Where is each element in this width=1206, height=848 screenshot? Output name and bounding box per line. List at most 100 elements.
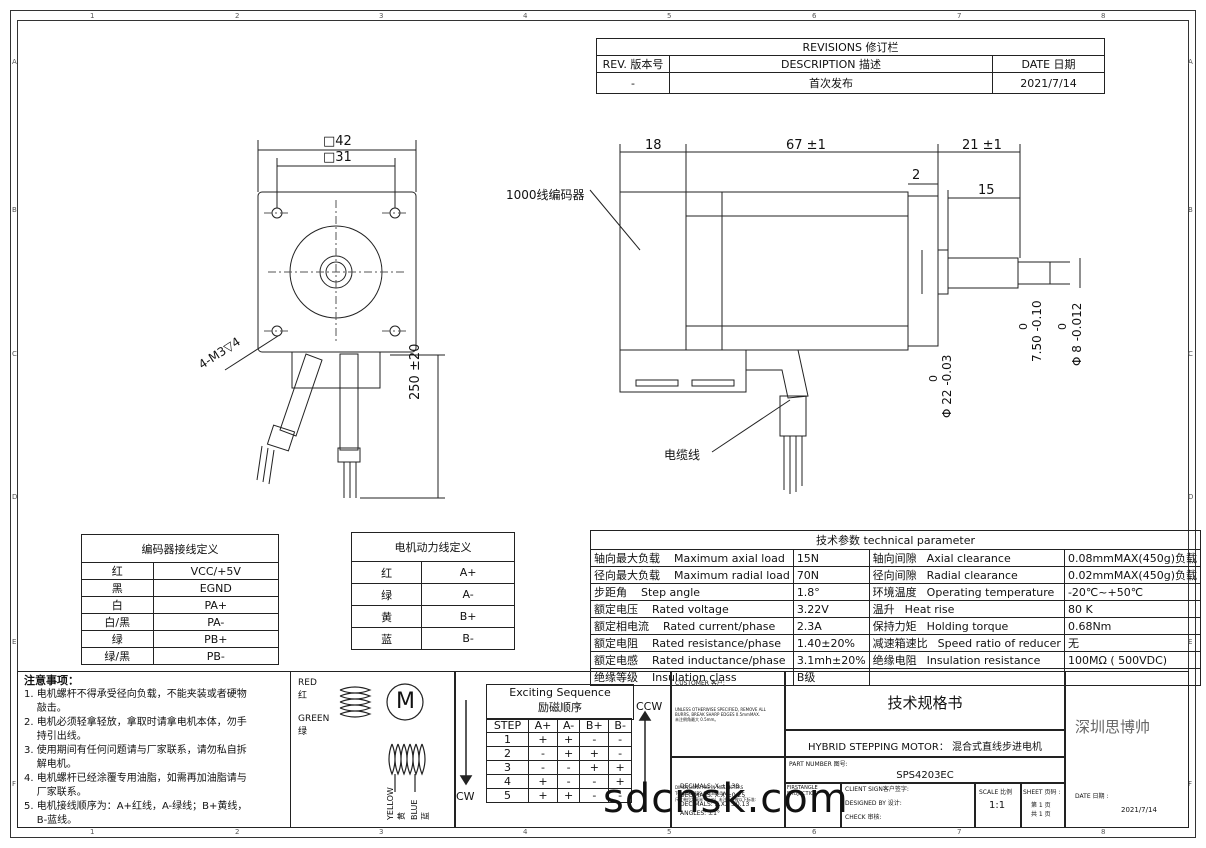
zone-marker-F: F: [1188, 780, 1193, 788]
fine-print-1b: 未注倒角最大 0.5mm。: [675, 717, 719, 722]
zone-marker-A: A: [12, 58, 17, 66]
phase-state: +: [556, 788, 581, 803]
zone-marker-8: 8: [1101, 828, 1106, 836]
dim-31: □31: [323, 150, 352, 165]
sheet-label: SHEET 页码 :: [1023, 789, 1061, 796]
param-cn: 额定电阻: [594, 637, 638, 650]
scale-value: 1:1: [989, 800, 1006, 811]
motor-symbol: M: [396, 689, 415, 714]
param-cn: 额定电感: [594, 654, 638, 667]
part-number: SPS4203EC: [896, 770, 954, 781]
cable-label: 电缆线: [664, 448, 701, 462]
green-label: GREEN: [298, 714, 330, 724]
notes-title: 注意事项：: [24, 674, 79, 687]
param-en: Holding torque: [926, 620, 1009, 633]
date-value-tb: 2021/7/14: [1121, 806, 1157, 814]
notes-block: 注意事项： 1. 电机螺杆不得承受径向负载，不能夹装或者硬物 敲击。2. 电机必…: [24, 674, 286, 828]
zone-marker-5: 5: [667, 12, 672, 20]
sign-cell: CLIENT SIGN客户签字: DESIGNED BY 设计: CHECK 审…: [840, 782, 976, 828]
check: CHECK 审核:: [845, 814, 882, 821]
sheet-cell: SHEET 页码 : 第 1 页 共 1 页: [1020, 782, 1066, 828]
param-en: Maximum radial load: [674, 569, 790, 582]
dec1: DECIMALS: X ±0.38: [680, 783, 740, 790]
param-en: Rated current/phase: [663, 620, 776, 633]
dec2: DECIMALS: X.X ±0.25: [680, 792, 746, 799]
description-header: DESCRIPTION 描述: [669, 55, 993, 73]
note-line: 解电机。: [24, 759, 77, 770]
zone-marker-4: 4: [523, 12, 528, 20]
fine-print-4: 尺寸单位为毫米（mm）未注公差按以下标准:: [675, 797, 757, 802]
note-line: 4. 电机螺杆已经涂覆专用油脂，如需再加油脂请与: [24, 773, 247, 784]
power-table-title: 电机动力线定义: [351, 532, 515, 562]
sequence-title-cn: 励磁顺序: [538, 701, 582, 714]
note-line: 5. 电机接线顺序为：A+红线，A-绿线；B+黄线，: [24, 801, 248, 812]
zone-marker-F: F: [12, 780, 17, 788]
param-en: Insulation resistance: [926, 654, 1041, 667]
client-sign: CLIENT SIGN客户签字:: [845, 786, 909, 793]
schematic-box: [290, 671, 456, 828]
note-line: B-蓝线。: [24, 815, 78, 826]
signal-name: PB+: [152, 630, 280, 648]
phase-state: -: [579, 788, 610, 803]
param-value: 0.02mmMAX(450g)负载: [1063, 566, 1202, 584]
encoder-label: 1000线编码器: [506, 188, 585, 202]
zone-marker-4: 4: [523, 828, 528, 836]
red-cn-label: 红: [298, 691, 308, 701]
dim-18: 18: [645, 138, 662, 153]
zone-marker-8: 8: [1101, 12, 1106, 20]
revisions-table: REVISIONS 修订栏 REV. 版本号 DESCRIPTION 描述 DA…: [596, 38, 1105, 94]
param-en: Rated inductance/phase: [652, 654, 786, 667]
signal-name: PB-: [152, 647, 280, 665]
description-value: 首次发布: [669, 72, 993, 94]
param-cn: 径向间隙: [872, 569, 917, 582]
param-cn: 绝缘电阻: [872, 654, 917, 667]
param-cn: 保持力矩: [872, 620, 917, 633]
zone-marker-7: 7: [957, 12, 962, 20]
company-cell: 深圳思博帅 DATE 日期 : 2021/7/14: [1064, 671, 1189, 828]
sequence-title: Exciting Sequence: [509, 686, 611, 699]
param-en: Rated voltage: [652, 603, 729, 616]
zone-marker-3: 3: [379, 828, 384, 836]
zone-marker-1: 1: [90, 12, 95, 20]
zone-marker-3: 3: [379, 12, 384, 20]
designed-by: DESIGNED BY 设计:: [845, 800, 902, 807]
note-line: 敲击。: [24, 703, 67, 714]
doc-title-cell: 技术规格书: [784, 671, 1066, 731]
param-cn: 径向最大负载: [594, 569, 660, 582]
param-en: Insulation class: [652, 671, 737, 684]
param-cn: 额定相电流: [594, 620, 649, 633]
ccw-label: CCW: [636, 700, 663, 713]
zone-marker-6: 6: [812, 12, 817, 20]
cw-label: CW: [456, 790, 475, 803]
watermark: sdcnsk.com: [603, 776, 849, 822]
part-label: PART NUMBER 图号:: [789, 761, 848, 768]
phase-name: B-: [421, 627, 515, 650]
customer-cell: CUSTOMER 客户: UNLESS OTHERWISE SPECIFIED,…: [670, 671, 786, 758]
param-name: [868, 668, 1065, 686]
param-en: Step angle: [641, 586, 701, 599]
date-label: DATE 日期 :: [1075, 793, 1109, 800]
phase-state: +: [527, 788, 558, 803]
param-cn: 减速箱速比: [872, 637, 928, 650]
param-value: B级: [792, 668, 870, 686]
phase-state: -: [608, 788, 632, 803]
zone-marker-6: 6: [812, 828, 817, 836]
note-line: 2. 电机必须轻拿轻放，拿取时请拿电机本体，勿手: [24, 717, 247, 728]
date-value: 2021/7/14: [992, 72, 1105, 94]
zone-marker-D: D: [12, 493, 18, 501]
projection-cell: FIRSTANGLE PROJECTION: [784, 782, 842, 828]
param-en: Maximum axial load: [674, 552, 785, 565]
